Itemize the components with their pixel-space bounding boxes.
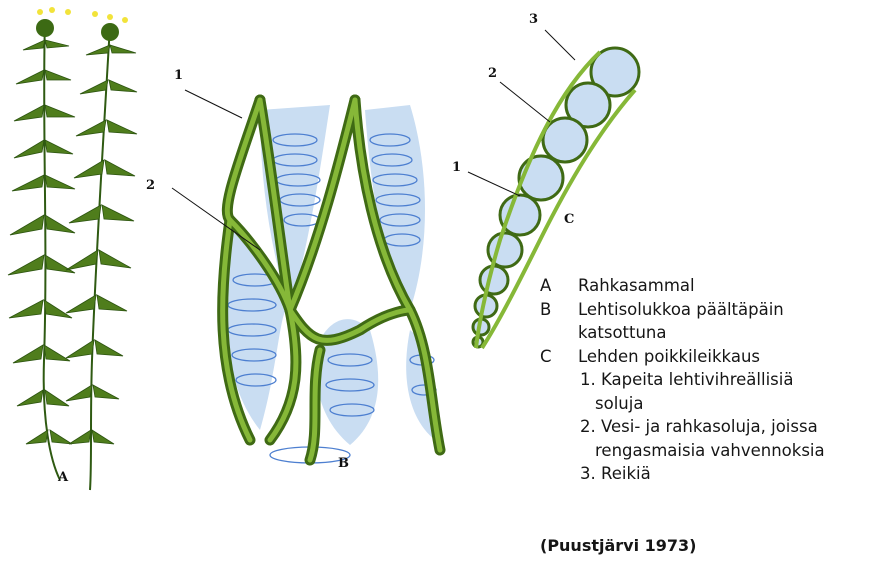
legend-item-1-line1: 1. Kapeita lehtivihreällisiä [540,368,825,392]
section-label-3: 3 [529,12,538,27]
plant-letter-label: A [58,470,68,485]
legend-text-b-line1: Lehtisolukkoa päältäpäin [578,300,784,319]
legend-item-2-line2: rengasmaisia vahvennoksia [540,439,825,463]
source-citation: (Puustjärvi 1973) [540,536,697,555]
cells-label-2: 2 [146,178,155,193]
legend-item-2-line1: 2. Vesi- ja rahkasoluja, joissa [540,415,825,439]
cells-leader-lines [172,90,260,250]
moss-plant-illustration: A [0,0,160,504]
moss-leaves [8,40,137,444]
legend-key-a: A [540,274,578,298]
leaf-cells-drawing [160,60,450,480]
legend-item-3: 3. Reikiä [540,462,825,486]
section-label-1: 1 [452,160,461,175]
legend-text-c: Lehden poikkileikkaus [578,347,760,366]
moss-capitulum [36,19,119,41]
legend-text-a: Rahkasammal [578,276,695,295]
cells-label-1: 1 [174,68,183,83]
cells-letter-label: B [338,456,349,471]
section-label-2: 2 [488,66,497,81]
section-letter-label: C [564,212,574,227]
legend-key-c: C [540,345,578,369]
legend-key-b: B [540,298,578,322]
moss-tips [37,7,128,23]
legend-text-b-line2: katsottuna [540,321,825,345]
leaf-cells-illustration: 1 2 B [160,60,450,484]
moss-plant-drawing [0,0,160,500]
legend-item-1-line2: soluja [540,392,825,416]
